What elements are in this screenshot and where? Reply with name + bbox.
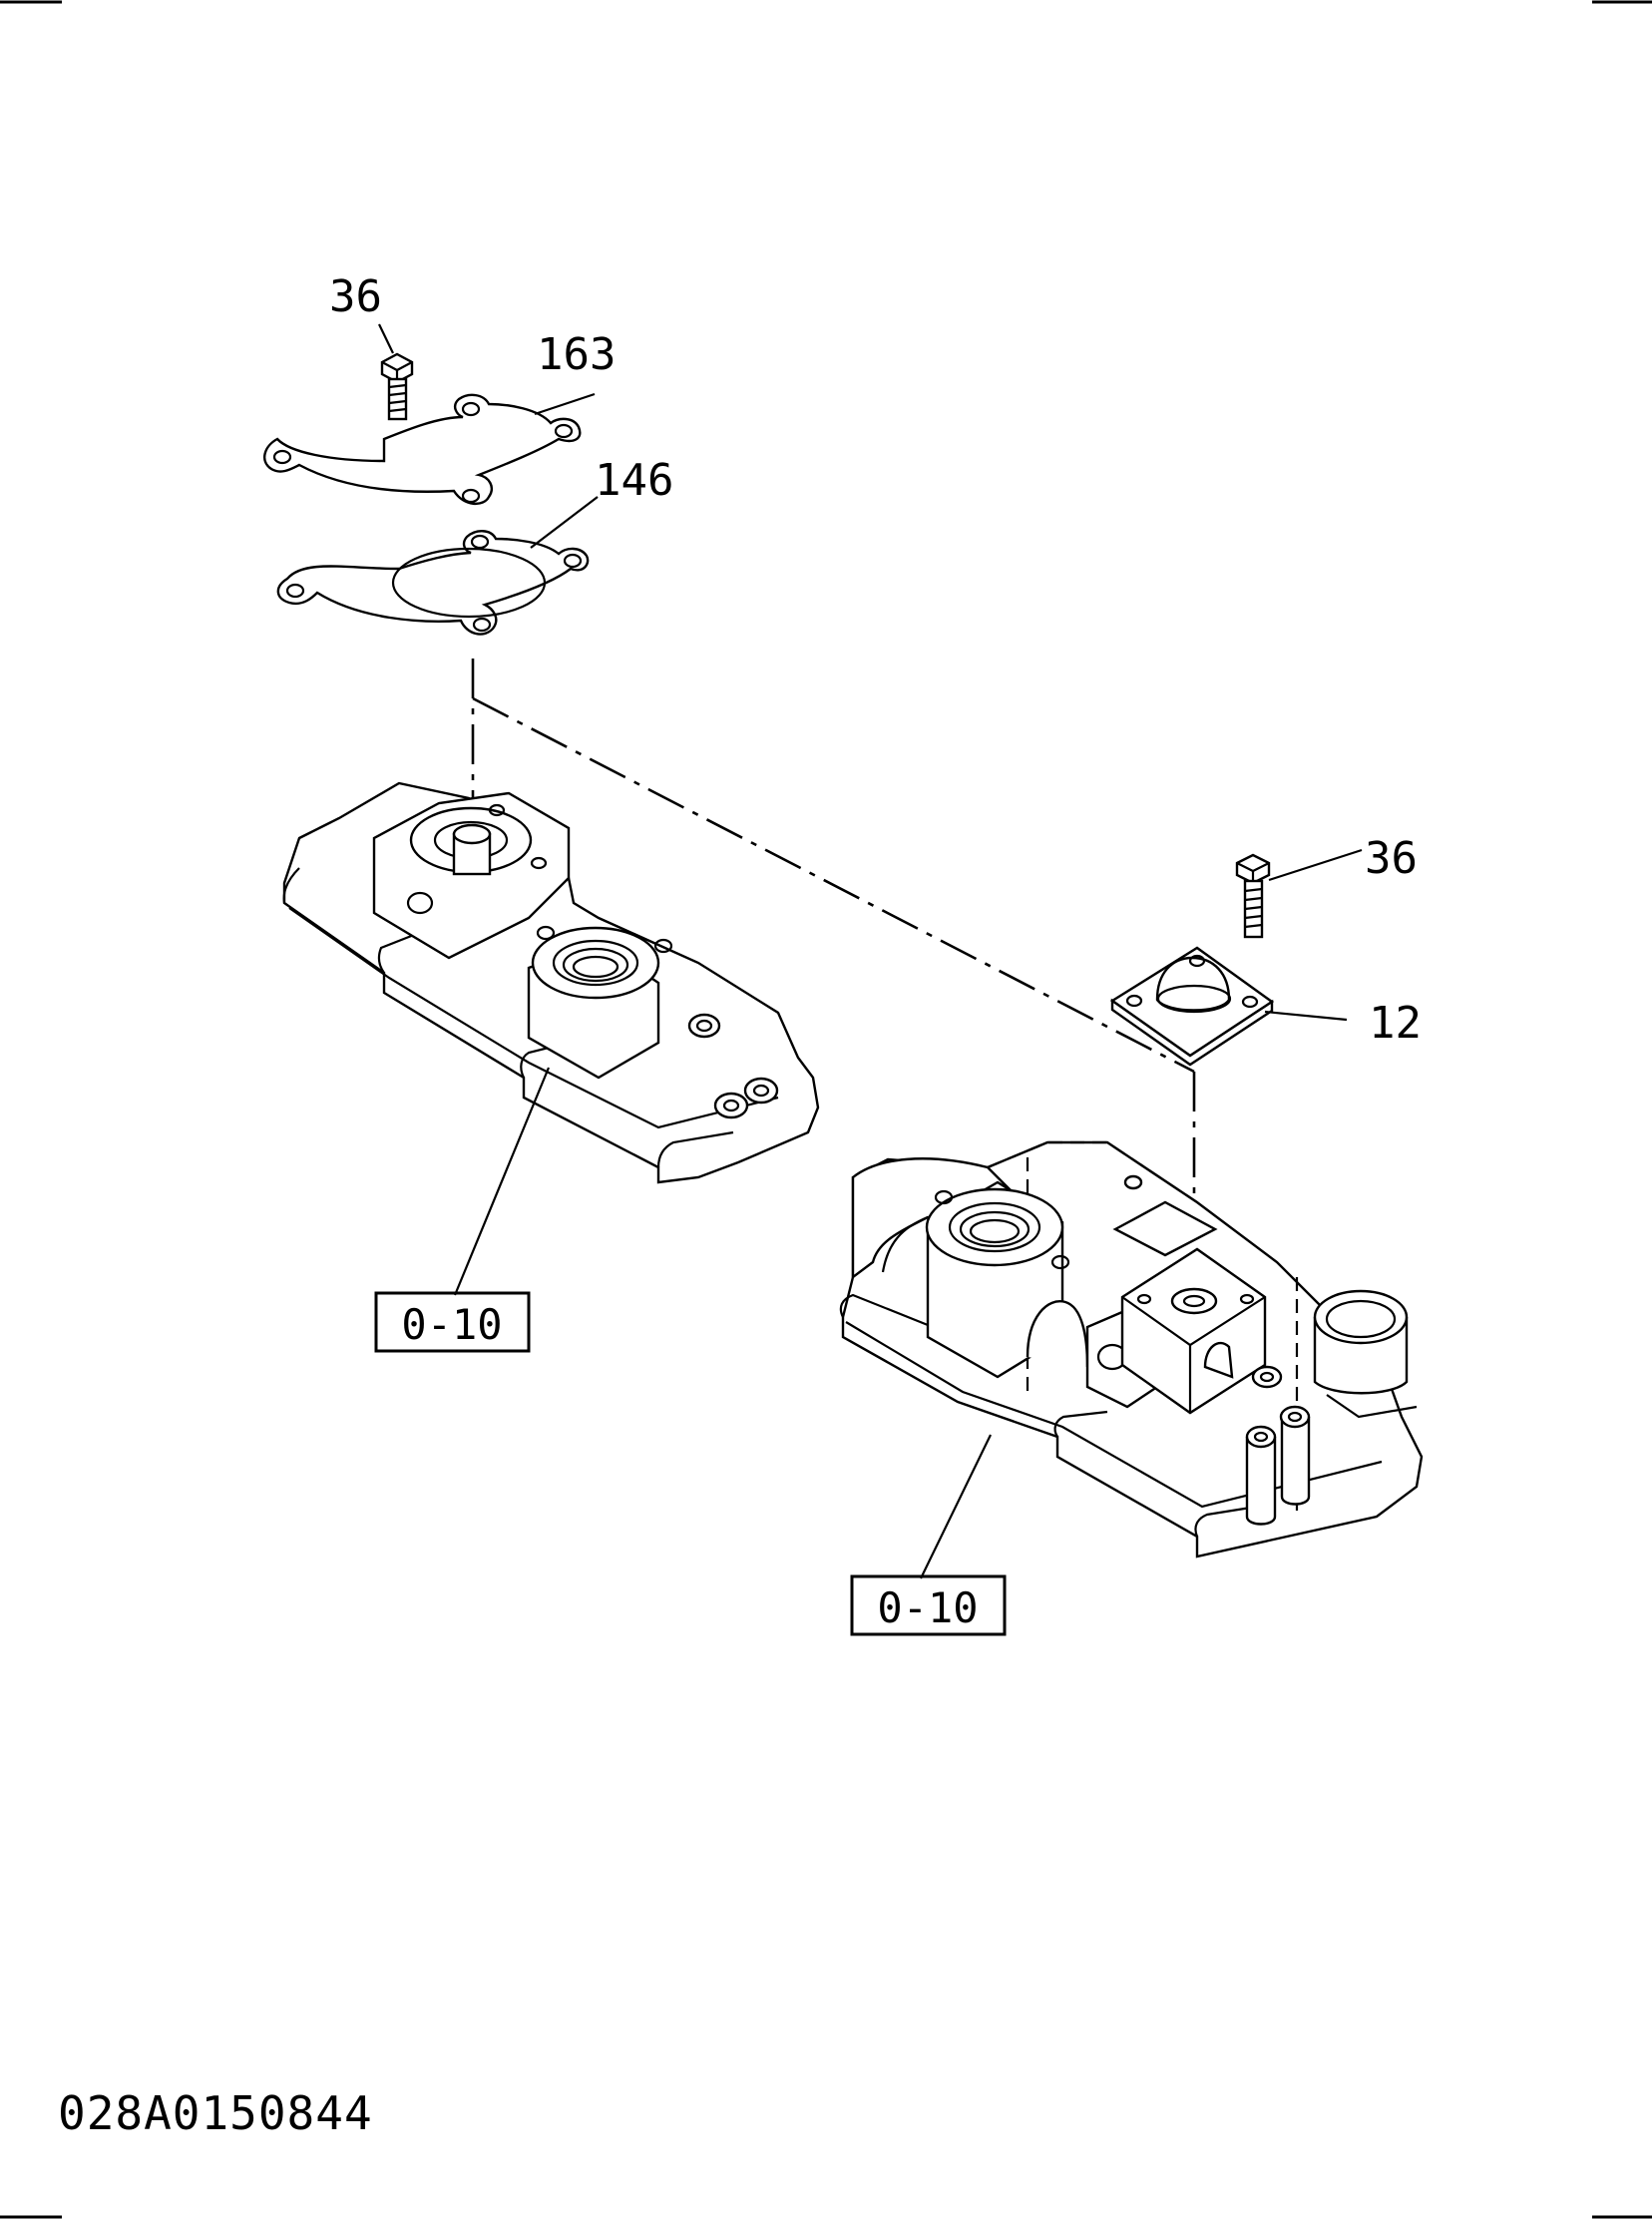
ref-box-right: 0-10 [850,1574,1007,1636]
housing-right [839,1140,1424,1558]
bolt-36-top [380,352,414,421]
drawing-code: 028A0150844 [58,2086,373,2140]
leader-ref-left [453,1067,551,1296]
callout-36-top: 36 [329,271,382,322]
leader-ref-right [920,1434,992,1579]
callout-163: 163 [537,329,616,380]
leader-36-top [378,323,394,354]
cover-163 [263,393,582,505]
bolt-36-right [1235,853,1271,939]
ref-box-right-label: 0-10 [877,1583,978,1632]
leader-163 [534,392,596,416]
housing-left [282,781,820,1184]
gasket-146 [276,530,590,636]
callout-12: 12 [1369,998,1422,1049]
ref-box-left-label: 0-10 [401,1300,502,1349]
leader-36-right [1268,848,1363,882]
cover-12 [1109,946,1275,1067]
leader-12 [1264,1010,1348,1022]
ref-box-left: 0-10 [374,1291,531,1353]
centerline-connector [472,696,1195,1074]
leader-146 [530,496,599,549]
callout-146: 146 [595,455,673,506]
callout-36-right: 36 [1365,833,1418,884]
